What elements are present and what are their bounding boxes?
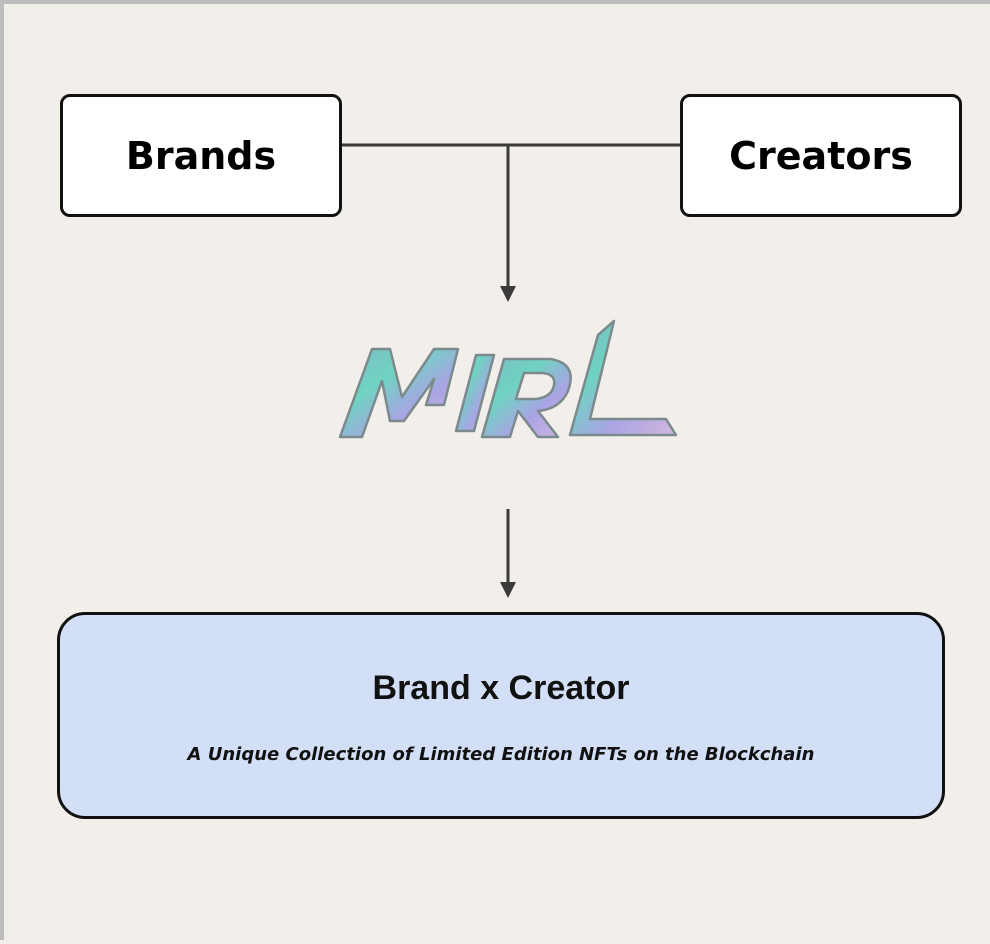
creators-node: Creators [680, 94, 962, 217]
brand-creator-result: Brand x Creator A Unique Collection of L… [57, 612, 945, 819]
arrowhead-to-result [500, 582, 516, 598]
connector-lines [342, 143, 680, 598]
result-title: Brand x Creator [372, 669, 630, 707]
arrowhead-to-logo [500, 286, 516, 302]
brands-label: Brands [125, 133, 277, 178]
mirl-logo [338, 319, 678, 439]
result-subtitle: A Unique Collection of Limited Edition N… [187, 744, 815, 765]
creators-label: Creators [729, 133, 913, 178]
brands-node: Brands [60, 94, 342, 217]
